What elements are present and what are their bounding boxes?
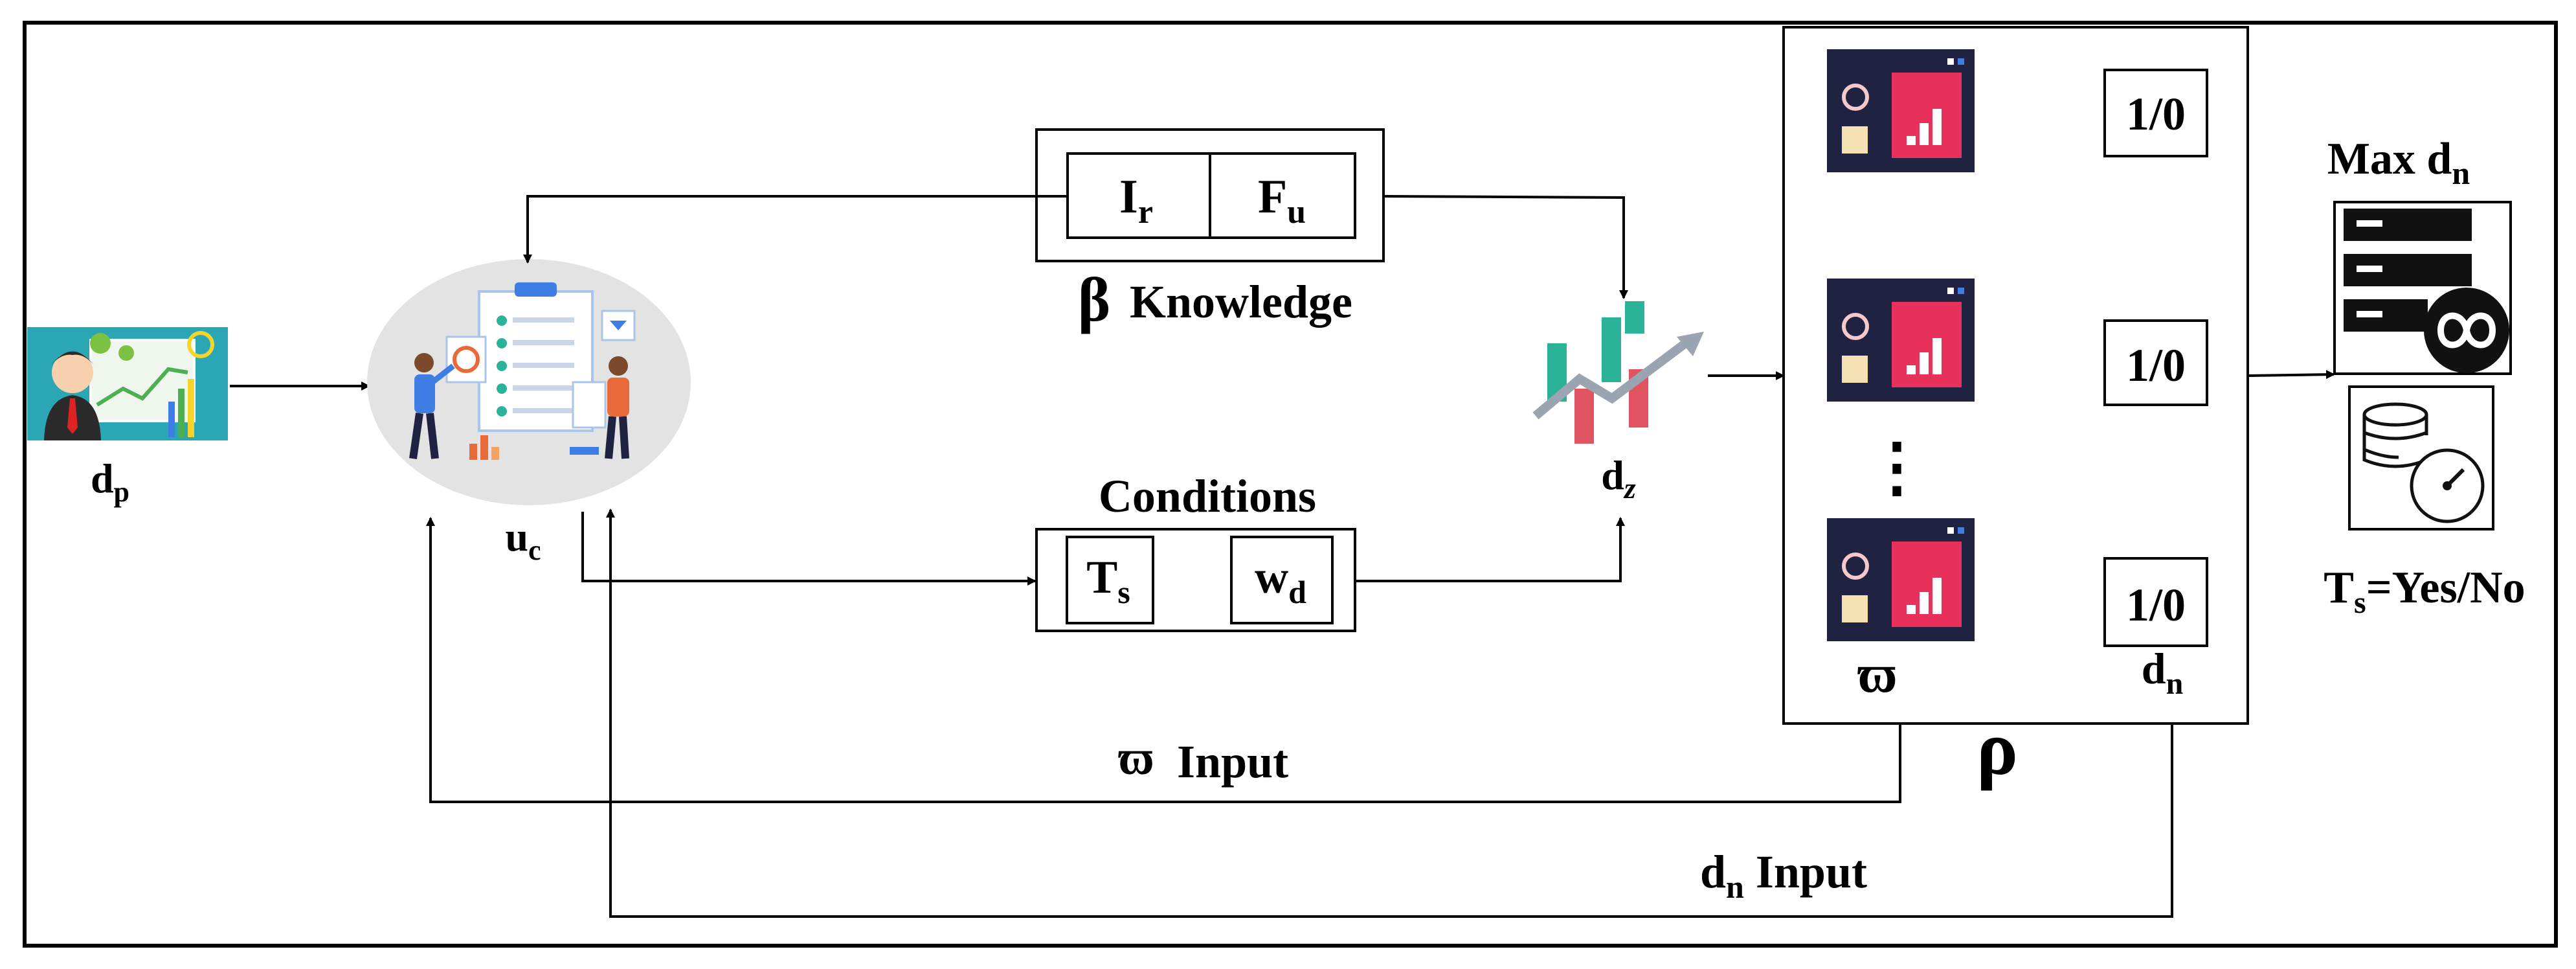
wd-cell	[1230, 536, 1334, 624]
dashboard-icon	[1827, 49, 1975, 172]
wd-label: wd	[1255, 551, 1306, 610]
output-box	[2103, 319, 2208, 406]
outer-frame	[23, 21, 2558, 948]
vertical-dots: ⋮	[1865, 431, 1929, 503]
omega-input-label: Input	[1177, 736, 1288, 788]
arrow-omega-input	[426, 517, 1901, 803]
dp-label: dp	[91, 455, 129, 508]
fu-cell	[1209, 152, 1356, 239]
max-dn-label: Max dn	[2327, 134, 2470, 191]
ts-label: Ts	[1086, 551, 1130, 610]
dn-label: dn	[2142, 644, 2184, 701]
database-gauge-icon	[2348, 385, 2494, 530]
dn-input-label: dn Input	[1700, 846, 1867, 905]
output-box	[2103, 69, 2208, 157]
output-value: 1/0	[2126, 88, 2186, 140]
omega-input-symbol: ϖ	[1118, 731, 1154, 785]
knowledge-label: Knowledge	[1130, 276, 1352, 328]
team-checklist-icon	[367, 259, 691, 505]
dashboard-icon	[1827, 279, 1975, 402]
omega-label: ϖ	[1857, 644, 1897, 704]
arrow-knowledge-to-uc	[523, 195, 1068, 264]
server-infinity-icon	[2333, 201, 2512, 375]
arrow-rho-to-max	[2247, 370, 2335, 380]
dashboard-icon	[1827, 518, 1975, 641]
ts-result-label: Ts=Yes/No	[2324, 563, 2525, 620]
fu-label: Fu	[1258, 170, 1306, 231]
arrow-uc-to-conditions	[581, 512, 1036, 586]
output-box	[2103, 557, 2208, 647]
ts-cell	[1066, 536, 1154, 624]
output-value: 1/0	[2126, 339, 2186, 391]
arrow-knowledge-to-dz	[1383, 195, 1628, 299]
ir-cell	[1066, 152, 1211, 239]
beta-symbol: β	[1078, 265, 1111, 334]
output-value: 1/0	[2126, 579, 2186, 631]
uc-label: uc	[505, 514, 541, 566]
rho-label: ρ	[1977, 705, 2018, 791]
arrow-conditions-to-dz	[1355, 517, 1625, 582]
presenter-icon	[27, 327, 228, 440]
conditions-label: Conditions	[1099, 470, 1316, 522]
trend-chart-icon	[1532, 301, 1704, 444]
arrow-dn-input	[606, 508, 2173, 918]
dz-label: dz	[1601, 452, 1636, 505]
ir-label: Ir	[1119, 170, 1153, 231]
